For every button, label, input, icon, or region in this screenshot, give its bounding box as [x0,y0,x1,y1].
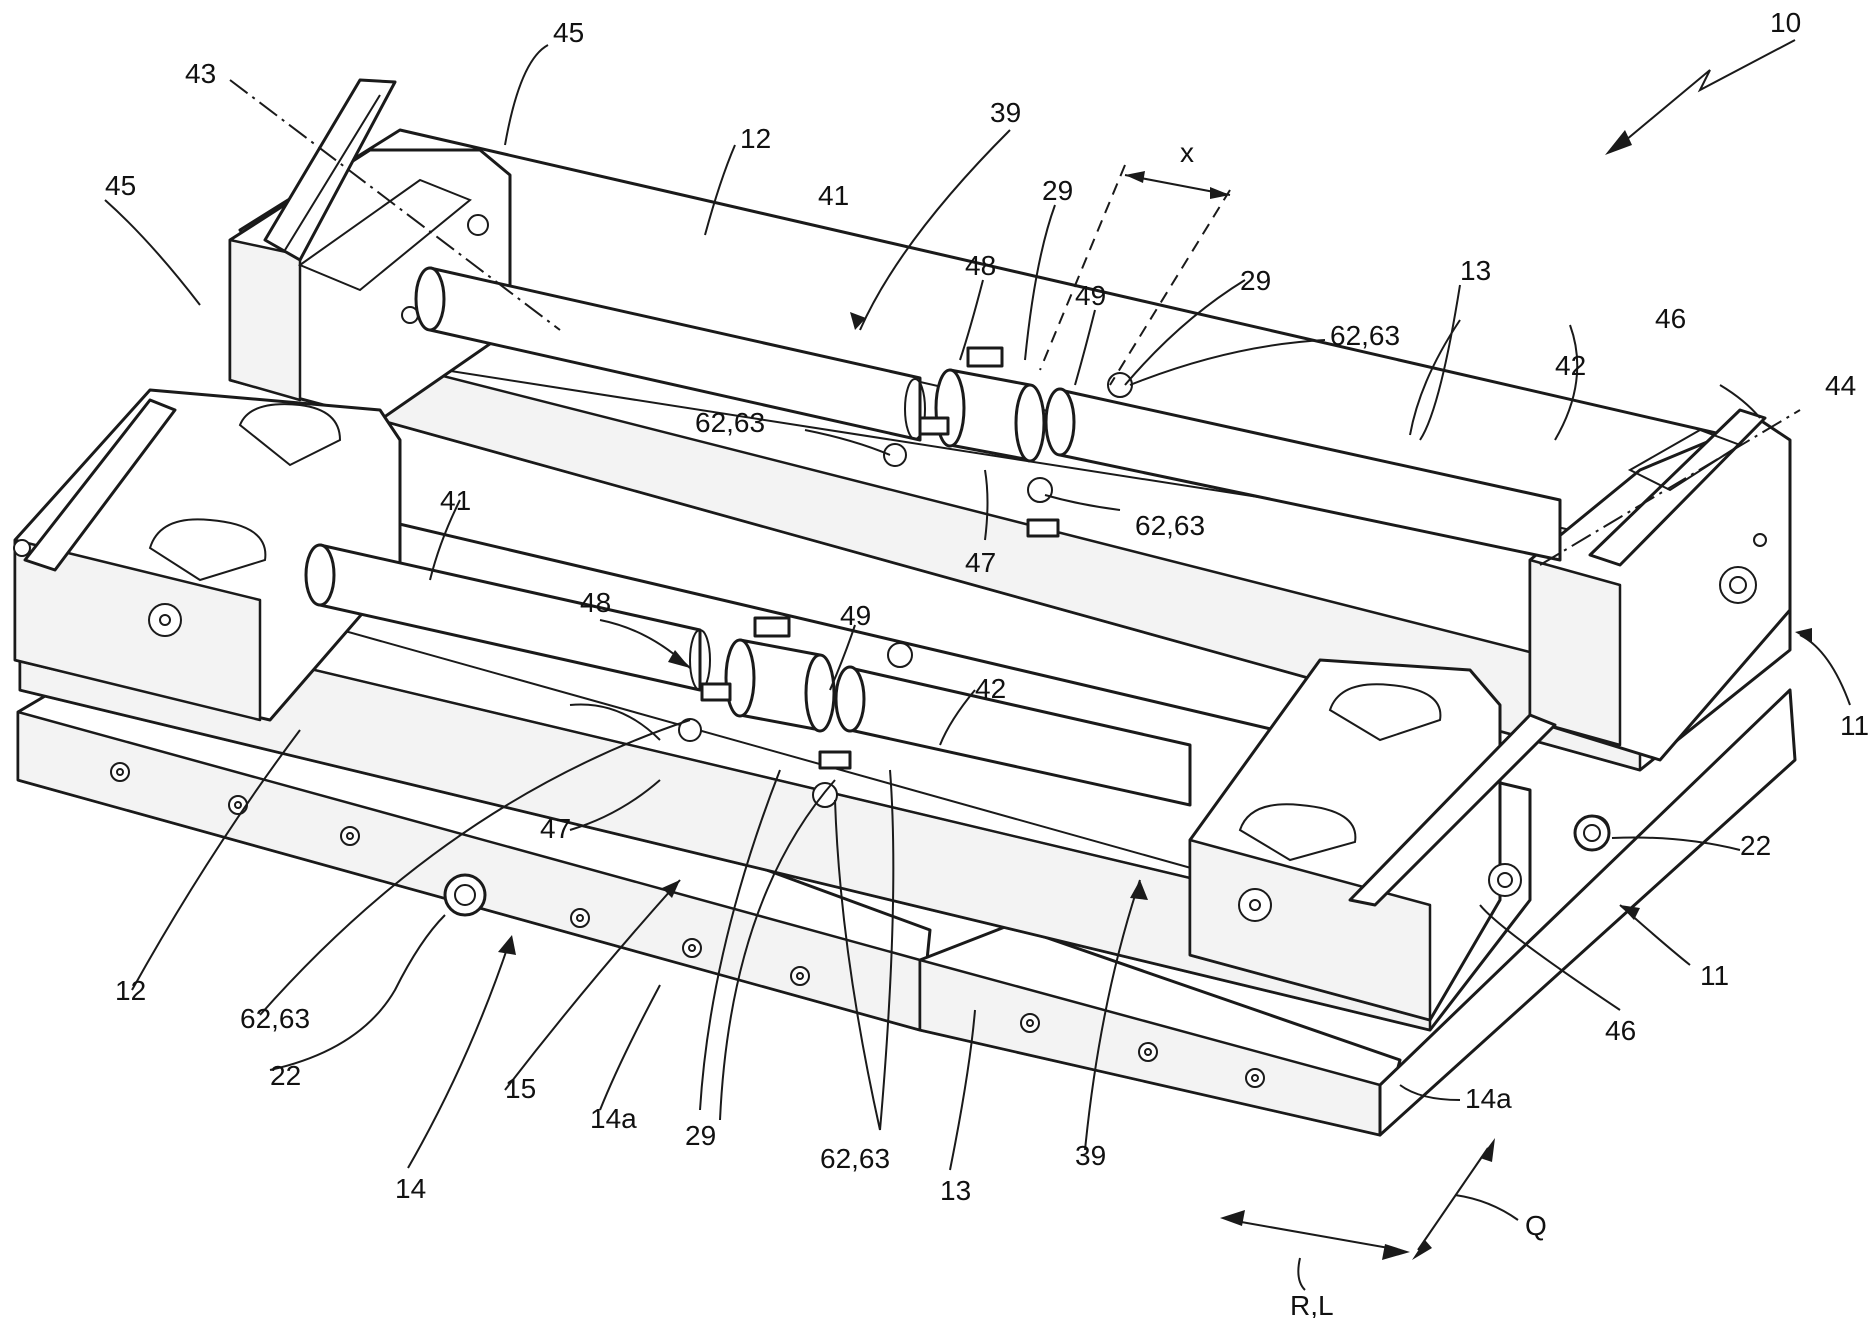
label-41-upper: 41 [818,180,849,211]
label-x: x [1180,137,1194,168]
label-45-lower: 45 [105,170,136,201]
label-11-upper: 11 [1840,710,1869,741]
label-13-upper: 13 [1460,255,1491,286]
label-29-lower: 29 [685,1120,716,1151]
label-62-63-upper-right: 62,63 [1330,320,1400,351]
label-12-lower: 12 [115,975,146,1006]
bolt-22-left [445,875,485,915]
label-45-upper: 45 [553,17,584,48]
label-48-upper: 48 [965,250,996,281]
label-48-lower: 48 [580,587,611,618]
label-12-upper: 12 [740,123,771,154]
label-39-upper: 39 [990,97,1021,128]
label-47-upper: 47 [965,547,996,578]
label-43: 43 [185,58,216,89]
label-46-upper: 46 [1655,303,1686,334]
label-13-lower: 13 [940,1175,971,1206]
label-14: 14 [395,1173,426,1204]
label-10: 10 [1770,7,1801,38]
label-46-lower: 46 [1605,1015,1636,1046]
label-11-lower: 11 [1700,960,1729,991]
direction-arrows [1220,1138,1495,1290]
label-49-lower: 49 [840,600,871,631]
label-62-63-lower-left: 62,63 [240,1003,310,1034]
label-29-upper-a: 29 [1042,175,1073,206]
label-49-upper: 49 [1075,280,1106,311]
label-22-left: 22 [270,1060,301,1091]
label-62-63-lower-mid: 62,63 [820,1143,890,1174]
label-42-upper: 42 [1555,350,1586,381]
label-62-63-upper-left: 62,63 [695,407,765,438]
label-Q: Q [1525,1210,1547,1241]
label-47-lower: 47 [540,813,571,844]
label-39-lower: 39 [1075,1140,1106,1171]
bolt-22-right [1575,816,1609,850]
label-22-right: 22 [1740,830,1771,861]
label-41-lower: 41 [440,485,471,516]
label-42-lower: 42 [975,673,1006,704]
label-29-upper-b: 29 [1240,265,1271,296]
label-14a-right: 14a [1465,1083,1512,1114]
label-62-63-upper-mid: 62,63 [1135,510,1205,541]
label-44: 44 [1825,370,1856,401]
label-14a-left: 14a [590,1103,637,1134]
label-R-L: R,L [1290,1290,1334,1318]
label-15: 15 [505,1073,536,1104]
